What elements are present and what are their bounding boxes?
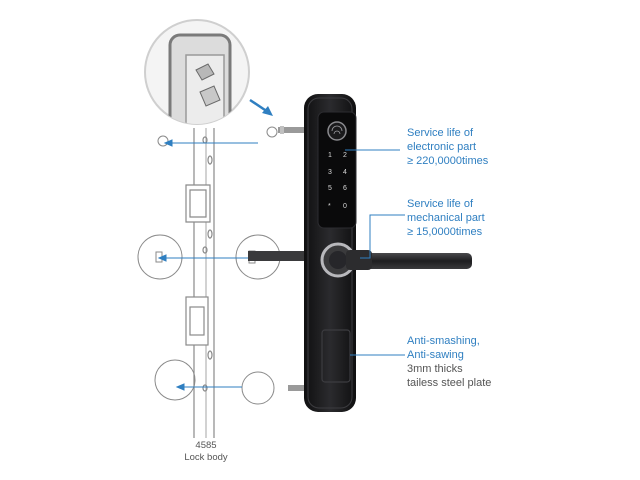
steel-plate xyxy=(321,329,351,383)
spindle xyxy=(248,251,326,261)
key-3: 3 xyxy=(328,169,332,176)
fingerprint-icon xyxy=(327,121,347,141)
callout-mechanical-line-3: ≥ 15,0000times xyxy=(407,226,483,238)
callout-leaders xyxy=(345,149,405,356)
mounting-screws xyxy=(278,126,310,391)
keypad: 1 2 3 4 5 6 * 0 xyxy=(328,152,347,210)
callout-electronic-line-1: Service life of xyxy=(407,127,474,139)
lock-body-label: Lock body xyxy=(184,452,228,463)
callout-protection-line-1: Anti-smashing, xyxy=(407,335,480,347)
key-6: 6 xyxy=(343,185,347,192)
key-0: 0 xyxy=(343,203,347,210)
key-5: 5 xyxy=(328,185,332,192)
arrow-pointer-icon xyxy=(249,98,273,116)
callout-mechanical: Service life of mechanical part ≥ 15,000… xyxy=(407,197,485,239)
key-star: * xyxy=(328,203,331,210)
guide-lines xyxy=(157,139,258,391)
mortise-lock-body xyxy=(185,128,215,438)
rosettes xyxy=(137,126,281,405)
detail-magnifier xyxy=(144,19,250,125)
callout-mechanical-line-2: mechanical part xyxy=(407,212,485,224)
callout-protection-line-4: tailess steel plate xyxy=(407,377,492,389)
key-1: 1 xyxy=(328,152,332,159)
callout-mechanical-line-1: Service life of xyxy=(407,198,474,210)
lever-handle xyxy=(320,242,472,278)
callout-electronic-line-2: electronic part xyxy=(407,141,477,153)
key-4: 4 xyxy=(343,169,347,176)
key-2: 2 xyxy=(343,152,347,159)
callout-protection-line-2: Anti-sawing xyxy=(407,349,464,361)
lock-body-caption: 4585 Lock body xyxy=(166,440,246,464)
callout-protection: Anti-smashing, Anti-sawing 3mm thicks ta… xyxy=(407,334,491,390)
callout-electronic-line-3: ≥ 220,0000times xyxy=(407,155,489,167)
lock-body-model: 4585 xyxy=(195,440,217,451)
callout-electronic: Service life of electronic part ≥ 220,00… xyxy=(407,126,488,168)
callout-protection-line-3: 3mm thicks xyxy=(407,363,463,375)
